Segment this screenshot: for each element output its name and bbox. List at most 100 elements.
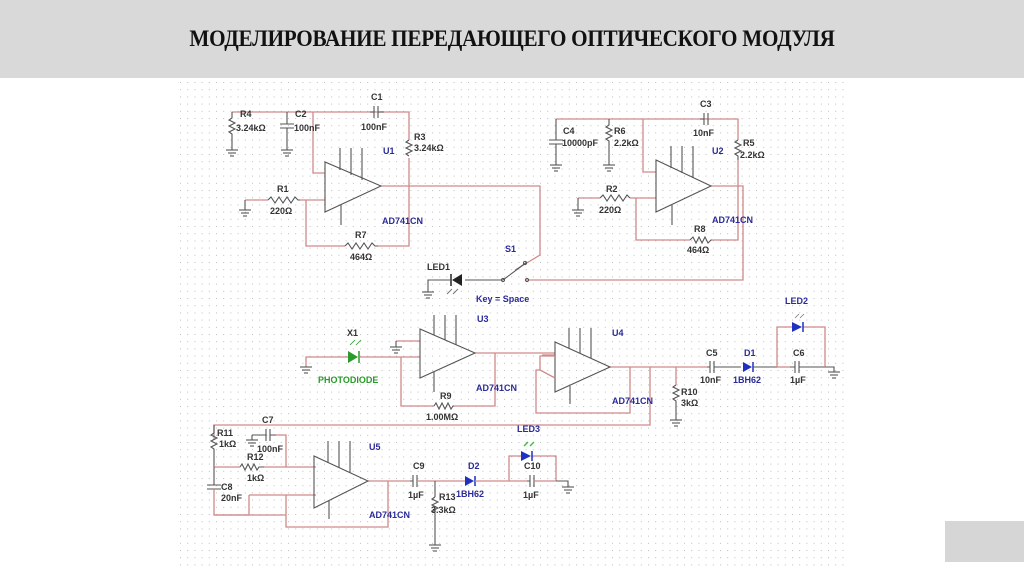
r4-value: 3.24kΩ (236, 123, 266, 133)
r9-value: 1.00MΩ (426, 412, 458, 422)
slide-title: МОДЕЛИРОВАНИЕ ПЕРЕДАЮЩЕГО ОПТИЧЕСКОГО МО… (189, 26, 835, 51)
s1-key: Key = Space (476, 294, 529, 304)
r13-ref: R13 (439, 492, 456, 502)
c9-ref: C9 (413, 461, 425, 471)
r5-value: 2.2kΩ (740, 150, 765, 160)
r1-value: 220Ω (270, 206, 292, 216)
r12-resistor (239, 462, 264, 472)
r11-value: 1kΩ (219, 439, 236, 449)
r8-value: 464Ω (687, 245, 709, 255)
u2-opamp (655, 146, 713, 225)
r2-ref: R2 (606, 184, 618, 194)
r8-resistor (689, 235, 712, 245)
c5-ref: C5 (706, 348, 718, 358)
r5-ref: R5 (743, 138, 755, 148)
r7-ref: R7 (355, 230, 367, 240)
c7-ref: C7 (262, 415, 274, 425)
c6-capacitor (790, 361, 825, 373)
slide-corner-block (945, 521, 1024, 562)
c2-ref: C2 (295, 109, 307, 119)
r6-resistor (604, 119, 614, 165)
r10-resistor (671, 384, 681, 420)
u4-opamp (554, 328, 612, 404)
d1-part: 1BH62 (733, 375, 761, 385)
d2-ref: D2 (468, 461, 480, 471)
r4-ref: R4 (240, 109, 252, 119)
r5-resistor (733, 139, 743, 160)
c4-capacitor (549, 119, 563, 165)
r3-resistor (404, 139, 414, 157)
c10-value: 1µF (523, 490, 539, 500)
c2-capacitor (280, 112, 294, 150)
c6-value: 1µF (790, 375, 806, 385)
u3-ref: U3 (477, 314, 489, 324)
slide-header (0, 0, 1024, 78)
r4-resistor (227, 112, 237, 150)
c5-capacitor (707, 361, 741, 373)
c10-ref: C10 (524, 461, 541, 471)
led1-ref: LED1 (427, 262, 450, 272)
r13-value: 3.3kΩ (431, 505, 456, 515)
c1-capacitor (370, 106, 384, 118)
c2-value: 100nF (294, 123, 321, 133)
r6-value: 2.2kΩ (614, 138, 639, 148)
u2-ref: U2 (712, 146, 724, 156)
u5-opamp (313, 441, 370, 519)
u5-ref: U5 (369, 442, 381, 452)
u5-part: AD741CN (369, 510, 410, 520)
r1-ref: R1 (277, 184, 289, 194)
c4-ref: C4 (563, 126, 575, 136)
s1-ref: S1 (505, 244, 516, 254)
r6-ref: R6 (614, 126, 626, 136)
r12-ref: R12 (247, 452, 264, 462)
r8-ref: R8 (694, 224, 706, 234)
u2-stage (525, 113, 744, 281)
c3-capacitor (700, 113, 709, 125)
u4-part: AD741CN (612, 396, 653, 406)
c6-ref: C6 (793, 348, 805, 358)
u1-part: AD741CN (382, 216, 423, 226)
r2-resistor (599, 194, 631, 202)
c9-value: 1µF (408, 490, 424, 500)
r9-resistor (433, 401, 454, 411)
r11-ref: R11 (217, 428, 233, 438)
grid-background (180, 82, 848, 568)
u4-ref: U4 (612, 328, 624, 338)
d2-part: 1BH62 (456, 489, 484, 499)
c7-capacitor (252, 429, 276, 441)
led3-icon (521, 441, 535, 461)
r7-resistor (344, 242, 378, 250)
r7-value: 464Ω (350, 252, 372, 262)
u5-stage (207, 425, 575, 552)
r12-value: 1kΩ (247, 473, 264, 483)
r9-ref: R9 (440, 391, 452, 401)
u3-part: AD741CN (476, 383, 517, 393)
led1-icon (446, 274, 462, 295)
x1-ref: X1 (347, 328, 358, 338)
c7-value: 100nF (257, 444, 284, 454)
r1-resistor (267, 196, 300, 204)
switch-led1 (421, 260, 530, 299)
c5-value: 10nF (700, 375, 722, 385)
c4-value: 10000pF (562, 138, 599, 148)
c3-value: 10nF (693, 128, 715, 138)
x1-photodiode (348, 339, 362, 363)
d1-ref: D1 (744, 348, 756, 358)
u1-opamp (324, 148, 383, 225)
r11-resistor (209, 432, 219, 467)
c3-ref: C3 (700, 99, 712, 109)
r13-resistor (430, 496, 440, 545)
r2-value: 220Ω (599, 205, 621, 215)
r3-value: 3.24kΩ (414, 143, 444, 153)
r10-ref: R10 (681, 387, 698, 397)
led2-ref: LED2 (785, 296, 808, 306)
r3-ref: R3 (414, 132, 426, 142)
c8-ref: C8 (221, 482, 233, 492)
u3-opamp (419, 315, 477, 392)
led3-ref: LED3 (517, 424, 540, 434)
u2-part: AD741CN (712, 215, 753, 225)
u3-u4-stage (213, 313, 841, 440)
s1-switch-blade (502, 261, 528, 281)
x1-part: PHOTODIODE (318, 375, 378, 385)
r10-value: 3kΩ (681, 398, 698, 408)
